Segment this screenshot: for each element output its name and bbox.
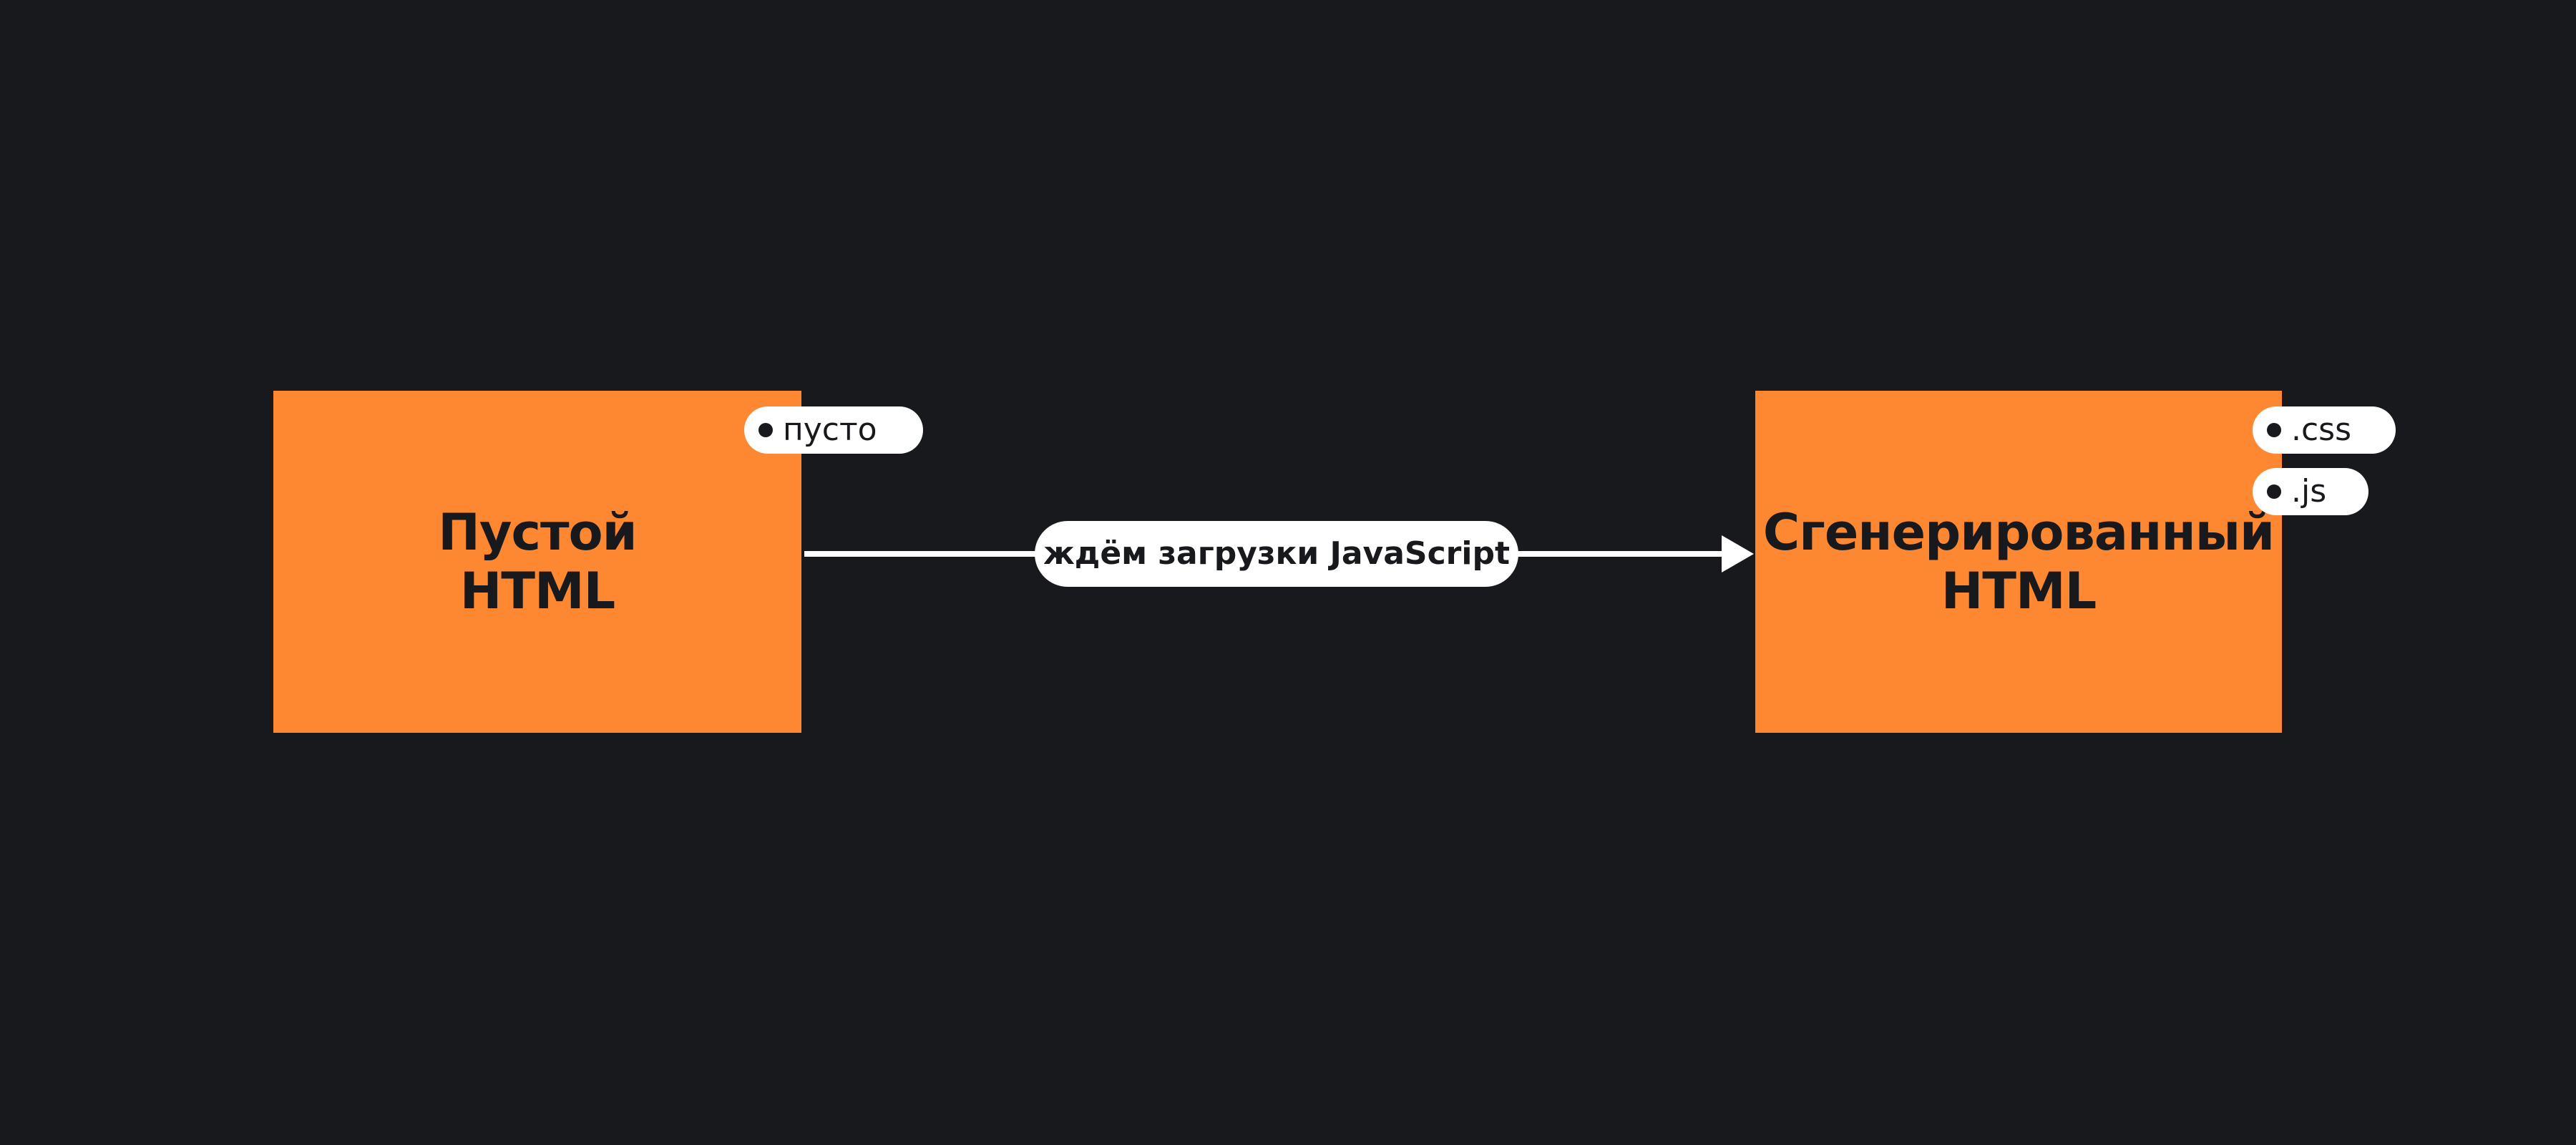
bullet-dot-icon: [2267, 484, 2281, 499]
edge-label-text: ждём загрузки JavaScript: [1043, 535, 1510, 572]
tag-css: .css: [2253, 406, 2396, 454]
node-generated-html-title: Сгенерированный HTML: [1762, 503, 2275, 620]
tag-js-label: .js: [2291, 473, 2327, 510]
tag-css-label: .css: [2291, 411, 2352, 448]
tag-empty: пусто: [744, 406, 923, 454]
arrowhead-icon: [1722, 535, 1754, 572]
node-empty-html-title: Пустой HTML: [438, 503, 637, 620]
node-empty-html: Пустой HTML: [273, 391, 801, 733]
edge-label: ждём загрузки JavaScript: [1035, 521, 1518, 587]
bullet-dot-icon: [758, 423, 773, 437]
bullet-dot-icon: [2267, 423, 2281, 437]
tag-js: .js: [2253, 468, 2368, 515]
node-generated-html: Сгенерированный HTML: [1755, 391, 2282, 733]
tag-empty-label: пусто: [783, 411, 877, 448]
